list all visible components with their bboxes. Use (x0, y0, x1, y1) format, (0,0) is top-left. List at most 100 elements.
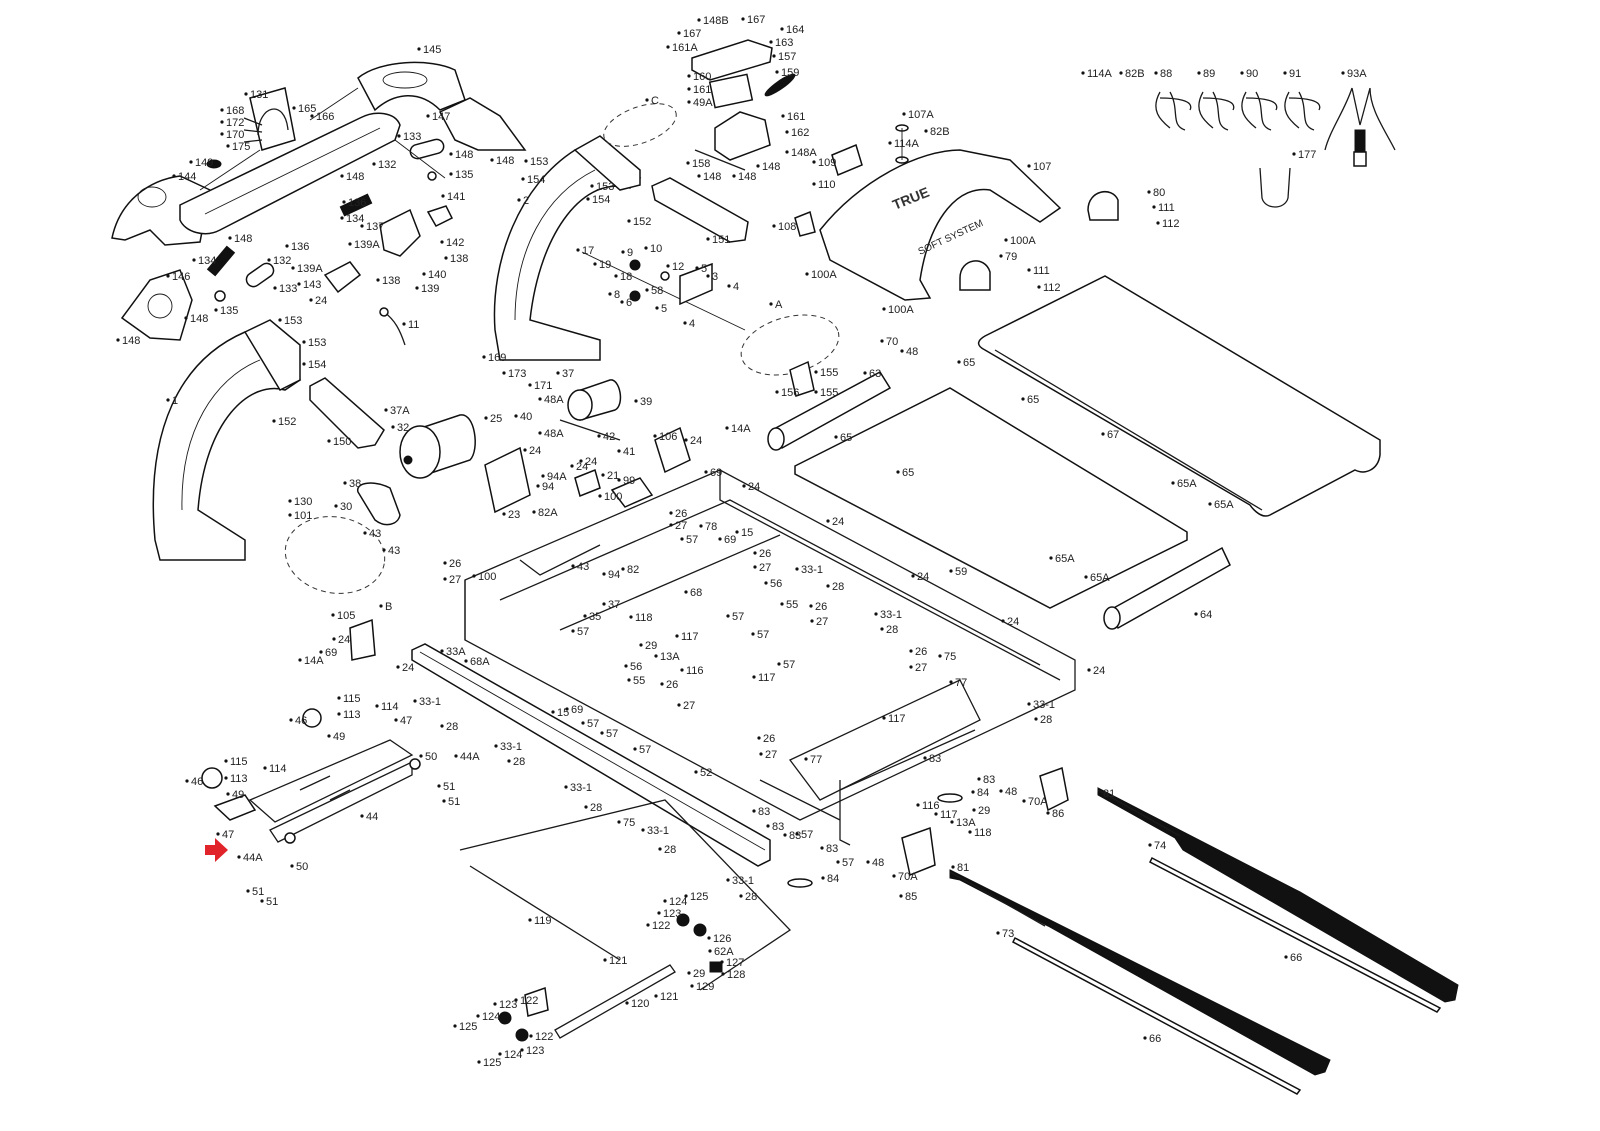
leader-dot (290, 864, 294, 868)
part-label-155: 155 (820, 387, 838, 399)
leader-dot (1046, 811, 1050, 815)
leader-dot (949, 569, 953, 573)
leader-dot (289, 718, 293, 722)
part-label-50: 50 (296, 861, 308, 873)
leader-dot (753, 551, 757, 555)
part-label-46: 46 (191, 776, 203, 788)
part-label-123: 123 (526, 1045, 544, 1057)
leader-dot (309, 298, 313, 302)
part-label-116: 116 (686, 665, 704, 677)
part-label-164: 164 (786, 24, 804, 36)
part-label-26: 26 (759, 548, 771, 560)
leader-dot (327, 439, 331, 443)
leader-dot (821, 876, 825, 880)
leader-dot (517, 198, 521, 202)
leader-dot (899, 894, 903, 898)
leader-dot (639, 643, 643, 647)
part-label-143: 143 (303, 279, 321, 291)
leader-dot (675, 634, 679, 638)
leader-dot (1027, 164, 1031, 168)
leader-dot (1154, 71, 1158, 75)
part-label-65a: 65A (1214, 499, 1234, 511)
part-label-100a: 100A (888, 304, 914, 316)
part-label-152: 152 (633, 216, 651, 228)
leader-dot (923, 756, 927, 760)
leader-dot (422, 272, 426, 276)
part-label-133: 133 (403, 131, 421, 143)
leader-dot (721, 972, 725, 976)
part-label-46: 46 (295, 715, 307, 727)
leader-dot (449, 152, 453, 156)
part-label-117: 117 (940, 809, 958, 821)
leader-dot (576, 248, 580, 252)
leader-dot (581, 721, 585, 725)
part-label-133: 133 (279, 283, 297, 295)
part-label-37: 37 (608, 599, 620, 611)
part-label-135: 135 (455, 169, 473, 181)
leader-dot (753, 565, 757, 569)
wire-harnesses (1155, 87, 1396, 208)
part-label-77: 77 (810, 754, 822, 766)
leader-dot (1208, 502, 1212, 506)
leader-dot (272, 419, 276, 423)
leader-dot (498, 1052, 502, 1056)
part-label-100a: 100A (1010, 235, 1036, 247)
part-label-122: 122 (520, 995, 538, 1007)
leader-dot (687, 74, 691, 78)
part-label-50: 50 (425, 751, 437, 763)
leader-dot (360, 224, 364, 228)
leader-dot (1097, 791, 1101, 795)
part-label-114: 114 (269, 763, 287, 775)
part-label-114a: 114A (894, 138, 920, 150)
part-label-4: 4 (689, 318, 695, 330)
part-label-13a: 13A (956, 817, 976, 829)
part-label-148b: 148B (703, 15, 729, 27)
leader-dot (263, 766, 267, 770)
part-label-51: 51 (266, 896, 278, 908)
part-label-100a: 100A (811, 269, 837, 281)
part-label-122: 122 (652, 920, 670, 932)
part-label-168: 168 (226, 105, 244, 117)
leader-dot (971, 790, 975, 794)
leader-dot (337, 696, 341, 700)
leader-dot (472, 574, 476, 578)
part-label-83: 83 (758, 806, 770, 818)
leader-dot (882, 716, 886, 720)
part-label-172: 172 (226, 117, 244, 129)
leader-dot (166, 398, 170, 402)
leader-dot (482, 355, 486, 359)
leader-dot (777, 662, 781, 666)
leader-dot (584, 805, 588, 809)
part-label-112: 112 (1162, 218, 1180, 230)
leader-dot (590, 184, 594, 188)
part-label-138: 138 (382, 275, 400, 287)
part-label-65a: 65A (1090, 572, 1110, 584)
part-label-162: 162 (791, 127, 809, 139)
leader-dot (1194, 612, 1198, 616)
leader-dot (490, 158, 494, 162)
part-label-144: 144 (178, 171, 196, 183)
part-label-27: 27 (683, 700, 695, 712)
leader-dot (666, 264, 670, 268)
part-label-49a: 49A (693, 97, 713, 109)
part-label-82a: 82A (538, 507, 558, 519)
leader-dot (775, 390, 779, 394)
leader-dot (332, 637, 336, 641)
leader-dot (757, 736, 761, 740)
part-label-91: 91 (1289, 68, 1301, 80)
part-label-33-1: 33-1 (732, 875, 754, 887)
leader-dot (514, 998, 518, 1002)
part-label-24: 24 (402, 662, 414, 674)
leader-dot (866, 860, 870, 864)
leader-dot (690, 984, 694, 988)
part-label-63: 63 (869, 368, 881, 380)
leader-dot (327, 734, 331, 738)
leader-dot (783, 833, 787, 837)
part-label-48: 48 (906, 346, 918, 358)
leader-dot (633, 747, 637, 751)
part-label-130: 130 (294, 496, 312, 508)
part-label-23: 23 (508, 509, 520, 521)
leader-dot (780, 27, 784, 31)
leader-dot (319, 650, 323, 654)
part-label-55: 55 (786, 599, 798, 611)
